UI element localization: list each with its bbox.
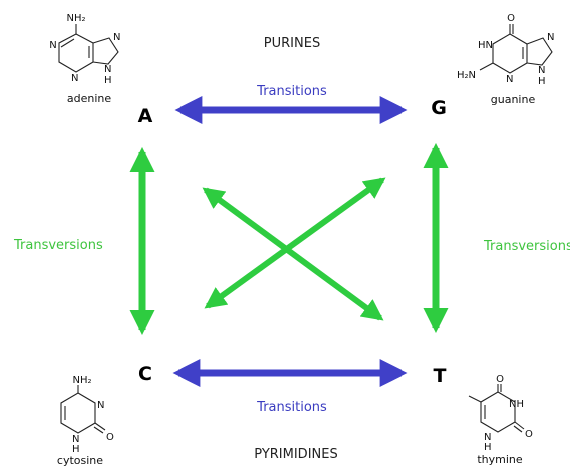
transversion-arrow-diagonal-at (202, 187, 384, 321)
adenine-atom-5: N (104, 64, 111, 75)
transversion-label-left: Transversions (13, 238, 103, 253)
thymine-atom-2: NH (509, 399, 524, 410)
transversion-arrow-diagonal-gc (204, 177, 386, 309)
cytosine-atom-4: H (72, 444, 80, 455)
guanine-name: guanine (491, 93, 536, 106)
adenine-atom-1: NH₂ (66, 13, 85, 24)
node-c: C (138, 363, 152, 385)
thymine-structure: O NH N H O thymine (468, 374, 533, 466)
adenine-name: adenine (67, 92, 111, 105)
cytosine-atom-3: N (72, 434, 79, 445)
cytosine-atom-2: N (97, 400, 104, 411)
thymine-atom-3: N (484, 432, 491, 443)
cytosine-atom-1: NH₂ (72, 375, 91, 386)
guanine-atom-6: N (538, 65, 545, 76)
node-g: G (431, 97, 447, 119)
cytosine-atom-5: O (106, 432, 114, 443)
guanine-atom-2: HN (478, 40, 493, 51)
adenine-atom-3: N (71, 73, 78, 84)
adenine-atom-4: N (113, 32, 120, 43)
guanine-atom-5: N (547, 32, 554, 43)
node-t: T (434, 365, 447, 387)
adenine-structure: NH₂ N N N N H adenine (49, 13, 120, 105)
cytosine-structure: NH₂ N N H O cytosine (57, 375, 114, 467)
cytosine-name: cytosine (57, 454, 103, 467)
transition-label-bottom: Transitions (256, 400, 327, 415)
purines-heading: PURINES (264, 36, 320, 51)
guanine-atom-7: H (538, 76, 546, 87)
transition-label-top: Transitions (256, 84, 327, 99)
node-a: A (138, 105, 153, 127)
thymine-name: thymine (477, 453, 523, 466)
guanine-atom-3: N (506, 74, 513, 85)
guanine-atom-1: O (507, 13, 515, 24)
thymine-atom-4: H (484, 442, 492, 453)
guanine-atom-4: H₂N (457, 70, 476, 81)
transversion-label-right: Transversions (483, 239, 570, 254)
guanine-structure: O HN N H₂N N N H guanine (457, 13, 554, 106)
thymine-atom-1: O (496, 374, 504, 385)
adenine-atom-6: H (104, 75, 112, 86)
thymine-atom-5: O (525, 429, 533, 440)
pyrimidines-heading: PYRIMIDINES (254, 447, 337, 462)
adenine-atom-2: N (49, 40, 56, 51)
